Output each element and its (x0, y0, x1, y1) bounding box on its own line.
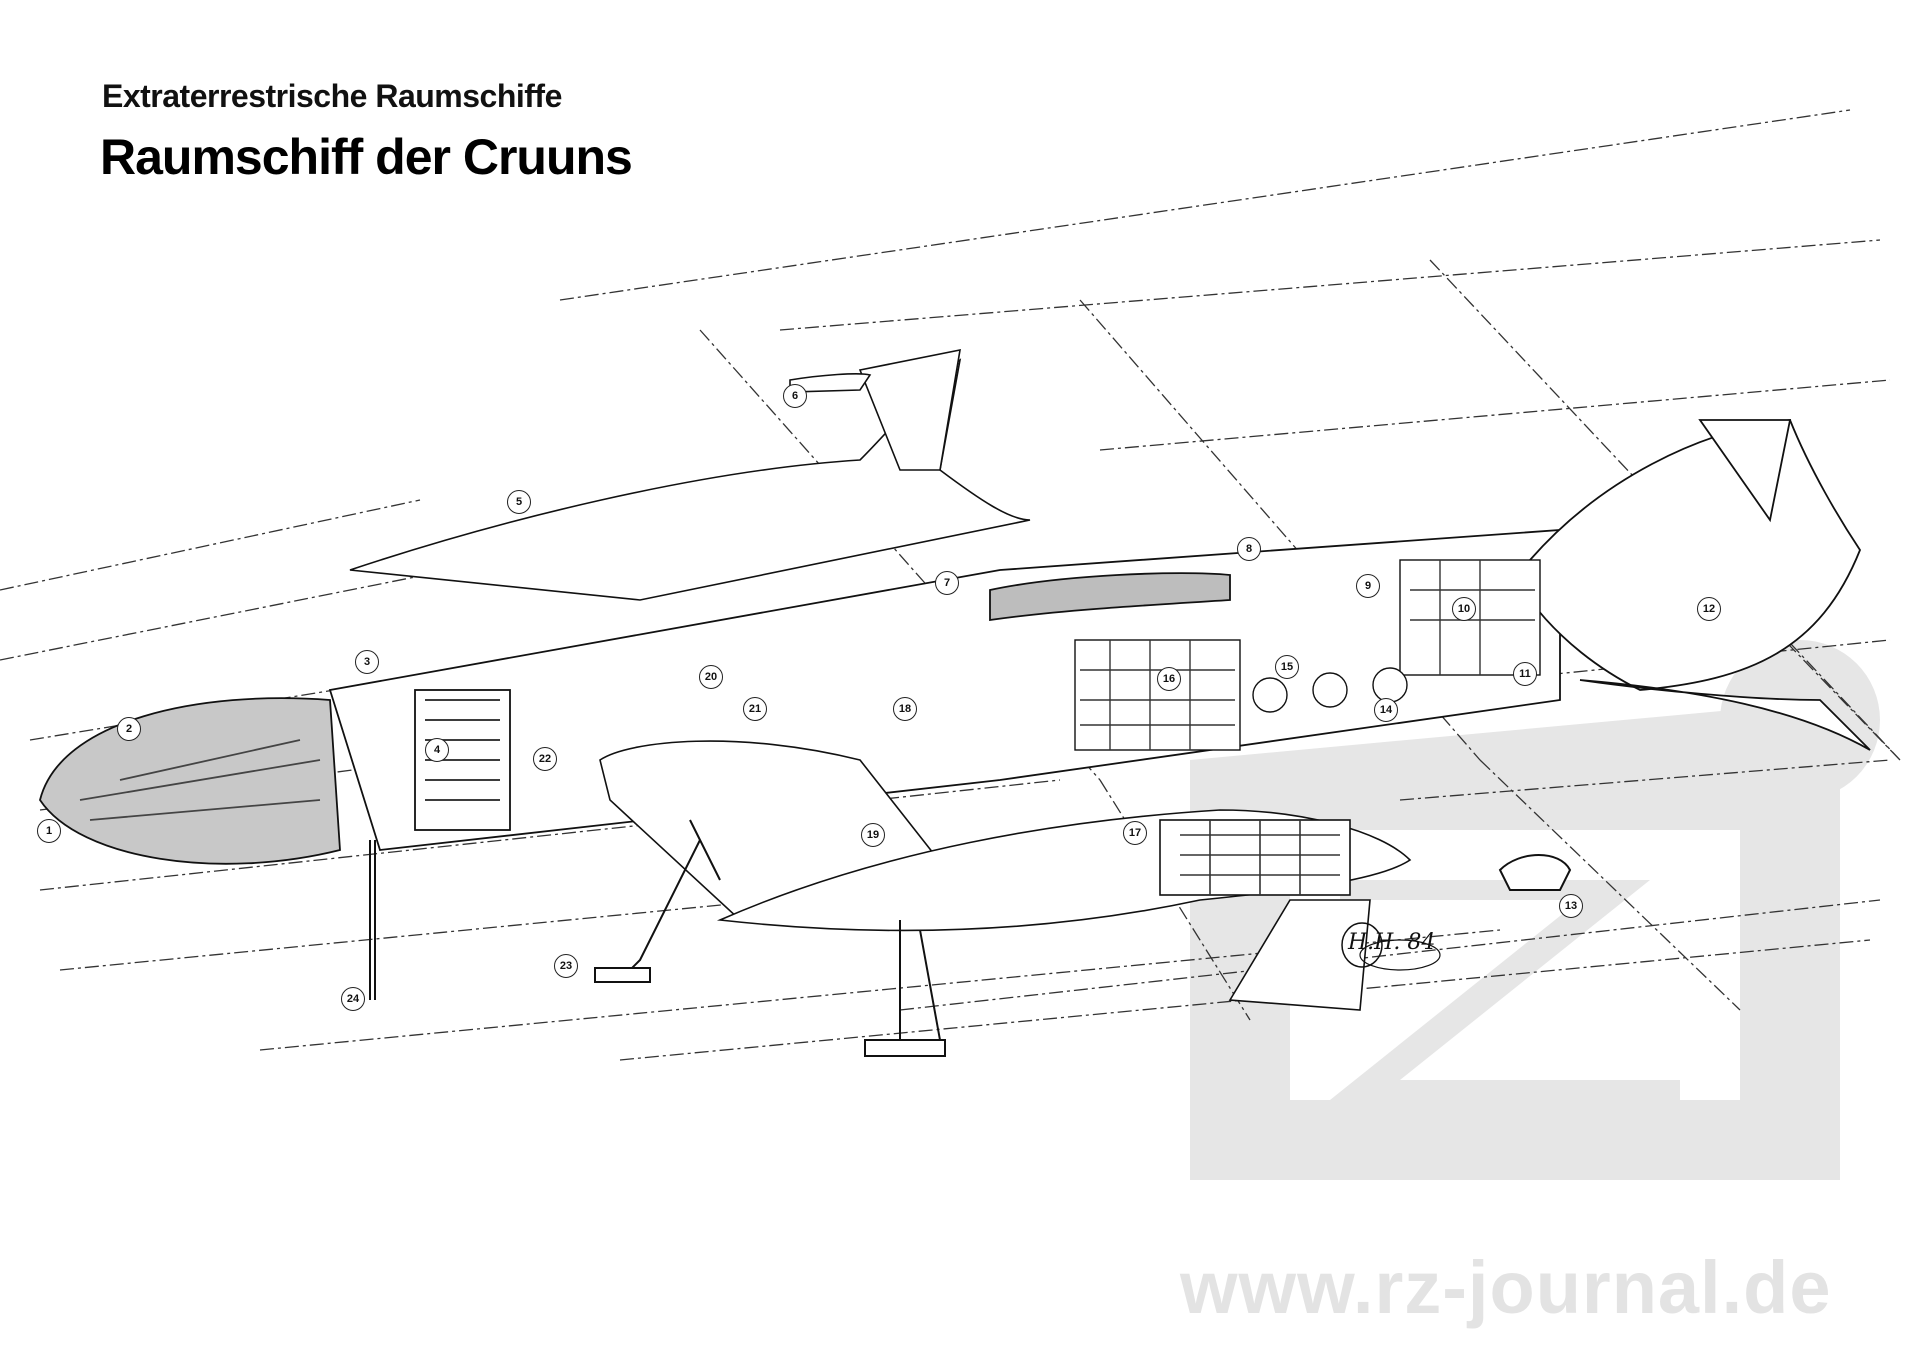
callout-8: 8 (1237, 537, 1261, 561)
lower-wing (599, 740, 1412, 1011)
callout-17: 17 (1123, 821, 1147, 845)
callout-22: 22 (533, 747, 557, 771)
callout-6: 6 (783, 384, 807, 408)
callout-12: 12 (1697, 597, 1721, 621)
callout-5: 5 (507, 490, 531, 514)
callout-11: 11 (1513, 662, 1537, 686)
landing-gear (369, 819, 1572, 1057)
callout-4: 4 (425, 738, 449, 762)
callout-9: 9 (1356, 574, 1380, 598)
artist-signature: H.H. 84 (1348, 930, 1436, 955)
callout-24: 24 (341, 987, 365, 1011)
page-title: Raumschiff der Cruuns (100, 129, 633, 185)
callout-14: 14 (1374, 698, 1398, 722)
callout-15: 15 (1275, 655, 1299, 679)
callout-7: 7 (935, 571, 959, 595)
watermark-url: www.rz-journal.de (1180, 1246, 1832, 1329)
callout-21: 21 (743, 697, 767, 721)
artist-signature-mark (1341, 922, 1441, 971)
callout-18: 18 (893, 697, 917, 721)
callout-23: 23 (554, 954, 578, 978)
upper-wing (349, 348, 1031, 601)
cockpit-nose (39, 689, 511, 865)
callout-10: 10 (1452, 597, 1476, 621)
callout-20: 20 (699, 665, 723, 689)
callout-19: 19 (861, 823, 885, 847)
callout-2: 2 (117, 717, 141, 741)
callout-3: 3 (355, 650, 379, 674)
callout-16: 16 (1157, 667, 1181, 691)
callout-13: 13 (1559, 894, 1583, 918)
callout-1: 1 (37, 819, 61, 843)
subtitle: Extraterrestrische Raumschiffe (102, 78, 562, 114)
